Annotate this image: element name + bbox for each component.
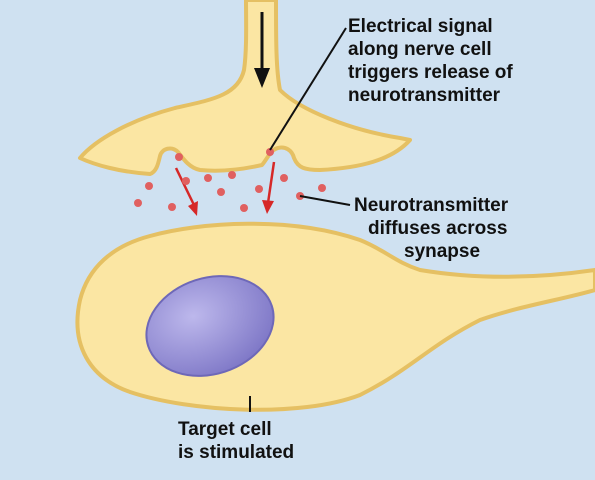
vesicle-icon xyxy=(134,199,142,207)
vesicle-icon xyxy=(145,182,153,190)
nucleus xyxy=(145,275,275,377)
label-target: Target cell is stimulated xyxy=(178,418,294,464)
vesicle-icon xyxy=(175,153,183,161)
leader-line-electrical xyxy=(269,27,347,151)
label-line: Electrical signal xyxy=(348,16,493,37)
label-line: along nerve cell xyxy=(348,39,492,60)
label-line: neurotransmitter xyxy=(348,85,501,106)
signal-arrow-icon xyxy=(254,12,270,88)
vesicle-icon xyxy=(182,177,190,185)
label-line: Target cell xyxy=(178,419,272,440)
vesicle-icon xyxy=(240,204,248,212)
presynaptic-terminal xyxy=(78,0,412,176)
release-arrow-icon xyxy=(174,161,276,216)
label-line: triggers release of xyxy=(348,62,513,83)
label-diffuses: Neurotransmitter diffuses across synapse xyxy=(354,194,508,263)
label-electrical-signal: Electrical signal along nerve cell trigg… xyxy=(348,15,513,107)
vesicle-icon xyxy=(255,185,263,193)
vesicle-icon xyxy=(280,174,288,182)
vesicle-icon xyxy=(266,148,274,156)
vesicle-icon xyxy=(217,188,225,196)
leader-line-diffuses xyxy=(299,195,351,206)
label-line: is stimulated xyxy=(178,442,295,463)
label-line: Neurotransmitter xyxy=(354,195,509,216)
label-line: diffuses across xyxy=(368,218,508,239)
vesicles xyxy=(134,148,326,212)
vesicle-icon xyxy=(318,184,326,192)
label-line: synapse xyxy=(404,241,481,262)
vesicle-icon xyxy=(204,174,212,182)
vesicle-icon xyxy=(168,203,176,211)
vesicle-icon xyxy=(228,171,236,179)
